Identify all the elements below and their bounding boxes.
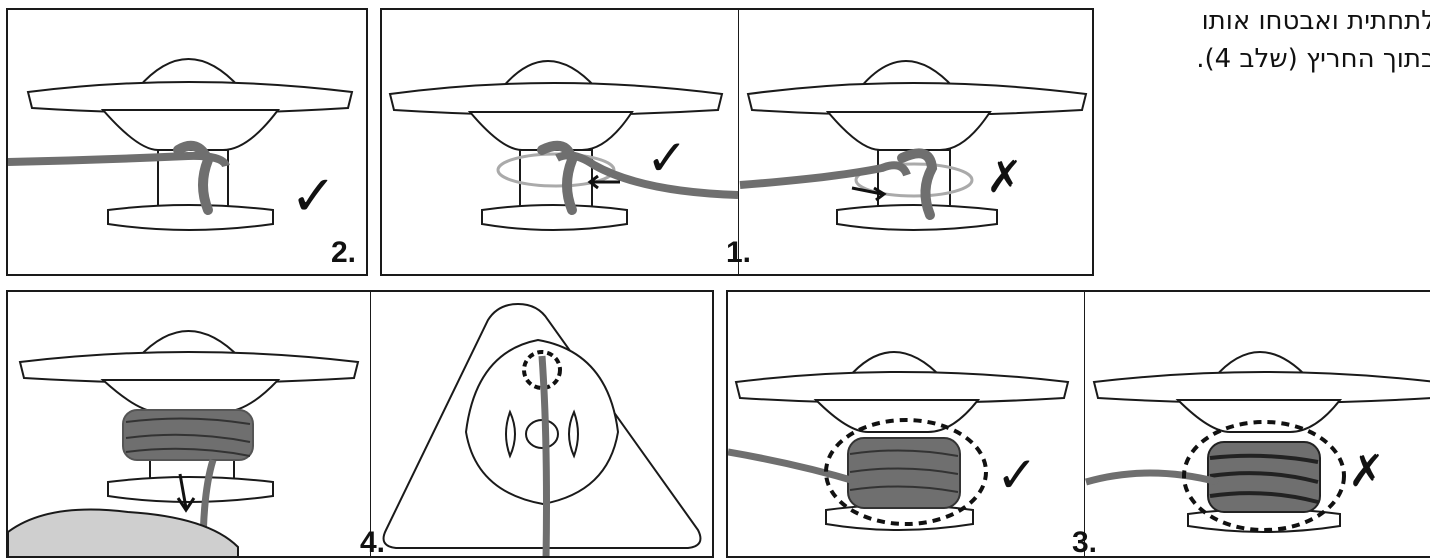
step-number-2: 2.: [331, 236, 356, 270]
step-number-1: 1.: [726, 236, 751, 270]
arrow-icon: [852, 188, 884, 200]
instruction-text: לתחתית ואבטחו אותו בתוך החריץ (שלב 4).: [1106, 2, 1430, 78]
correct-mark: ✓: [996, 446, 1038, 504]
panel-step-3: ✓ ✗ 3.: [726, 290, 1430, 558]
correct-mark: ✓: [290, 164, 337, 229]
cord-right: [1086, 473, 1218, 482]
panel-step-2: ✓ 2.: [6, 8, 368, 276]
instruction-line-1: לתחתית ואבטחו אותו: [1106, 2, 1430, 40]
panel-step-1: ✓ ✗ 1.: [380, 8, 1094, 276]
incorrect-mark: ✗: [1348, 446, 1385, 497]
cord-left: [728, 452, 858, 482]
illustration-step-3: ✓ ✗: [728, 292, 1430, 558]
panel-step-4: 4.: [6, 290, 714, 558]
coiled-cord-right: [1208, 442, 1320, 512]
incorrect-mark: ✗: [986, 152, 1023, 203]
correct-mark: ✓: [646, 129, 688, 187]
step-number-3: 3.: [1072, 526, 1097, 558]
illustration-step-2: ✓: [8, 10, 368, 276]
antenna-unit-right: [748, 61, 1086, 230]
instruction-line-2: בתוך החריץ (שלב 4).: [1106, 40, 1430, 78]
step-number-4: 4.: [360, 526, 385, 558]
coiled-cord-left: [848, 438, 960, 508]
coiled-cord: [123, 410, 253, 460]
illustration-step-4: [8, 292, 714, 558]
